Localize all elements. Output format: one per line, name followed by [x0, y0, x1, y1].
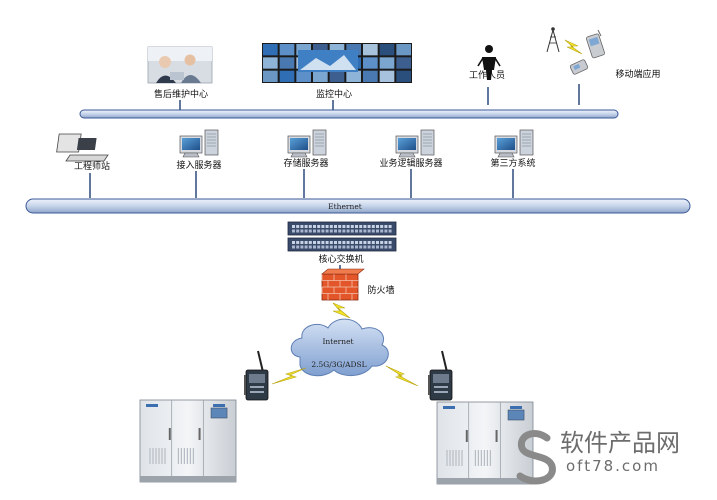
- service-center-photo: [147, 46, 213, 84]
- right-dtu-modem-icon: [428, 350, 453, 401]
- access-server-label: 接入服务器: [176, 159, 221, 171]
- firewall-icon: [321, 268, 365, 301]
- left-lightning-icon: [271, 367, 307, 385]
- worker-label: 工作人员: [469, 69, 505, 81]
- upper-network-bus: [79, 109, 619, 119]
- internet-cloud-icon: [290, 318, 389, 377]
- radio-tower-icon: [546, 27, 560, 53]
- firewall-label: 防火墙: [367, 284, 394, 296]
- logic-server-icon: [395, 129, 435, 158]
- logic-server-label: 业务逻辑服务器: [379, 157, 442, 169]
- worker-icon: [477, 45, 501, 80]
- mobile-app-label: 移动端应用: [615, 68, 660, 80]
- storage-server-label: 存储服务器: [283, 157, 328, 169]
- right-lightning-icon: [385, 365, 419, 387]
- internet-label: Internet: [322, 337, 353, 346]
- handheld-device-icon: [569, 59, 589, 75]
- third-party-server-icon: [494, 129, 534, 158]
- workstation-label: 工程师站: [74, 160, 110, 172]
- firewall-cloud-lightning-icon: [332, 302, 351, 319]
- core-switch-label: 核心交换机: [318, 253, 363, 265]
- links-label: 2.5G/3G/ADSL: [311, 360, 366, 369]
- watermark-title: 软件产品网: [560, 429, 680, 457]
- storage-server-icon: [287, 129, 327, 158]
- workstation-icon: [56, 133, 109, 162]
- watermark-logo: [516, 430, 556, 485]
- service-center-label: 售后维护中心: [154, 88, 208, 100]
- ethernet-label: Ethernet: [328, 202, 362, 211]
- third-party-label: 第三方系统: [490, 157, 535, 169]
- lightning-icon: [564, 39, 583, 55]
- left-dtu-modem-icon: [244, 350, 269, 401]
- mobile-phone-icon: [586, 29, 605, 59]
- access-server-icon: [179, 129, 219, 158]
- right-equipment-cabinet: [436, 401, 534, 485]
- ethernet-bus: [25, 198, 691, 214]
- left-equipment-cabinet: [139, 399, 237, 483]
- monitor-center-label: 监控中心: [316, 88, 352, 100]
- core-switch-icon: [287, 221, 397, 252]
- monitor-wall-icon: [262, 43, 412, 83]
- watermark-domain: oft78.com: [566, 457, 660, 475]
